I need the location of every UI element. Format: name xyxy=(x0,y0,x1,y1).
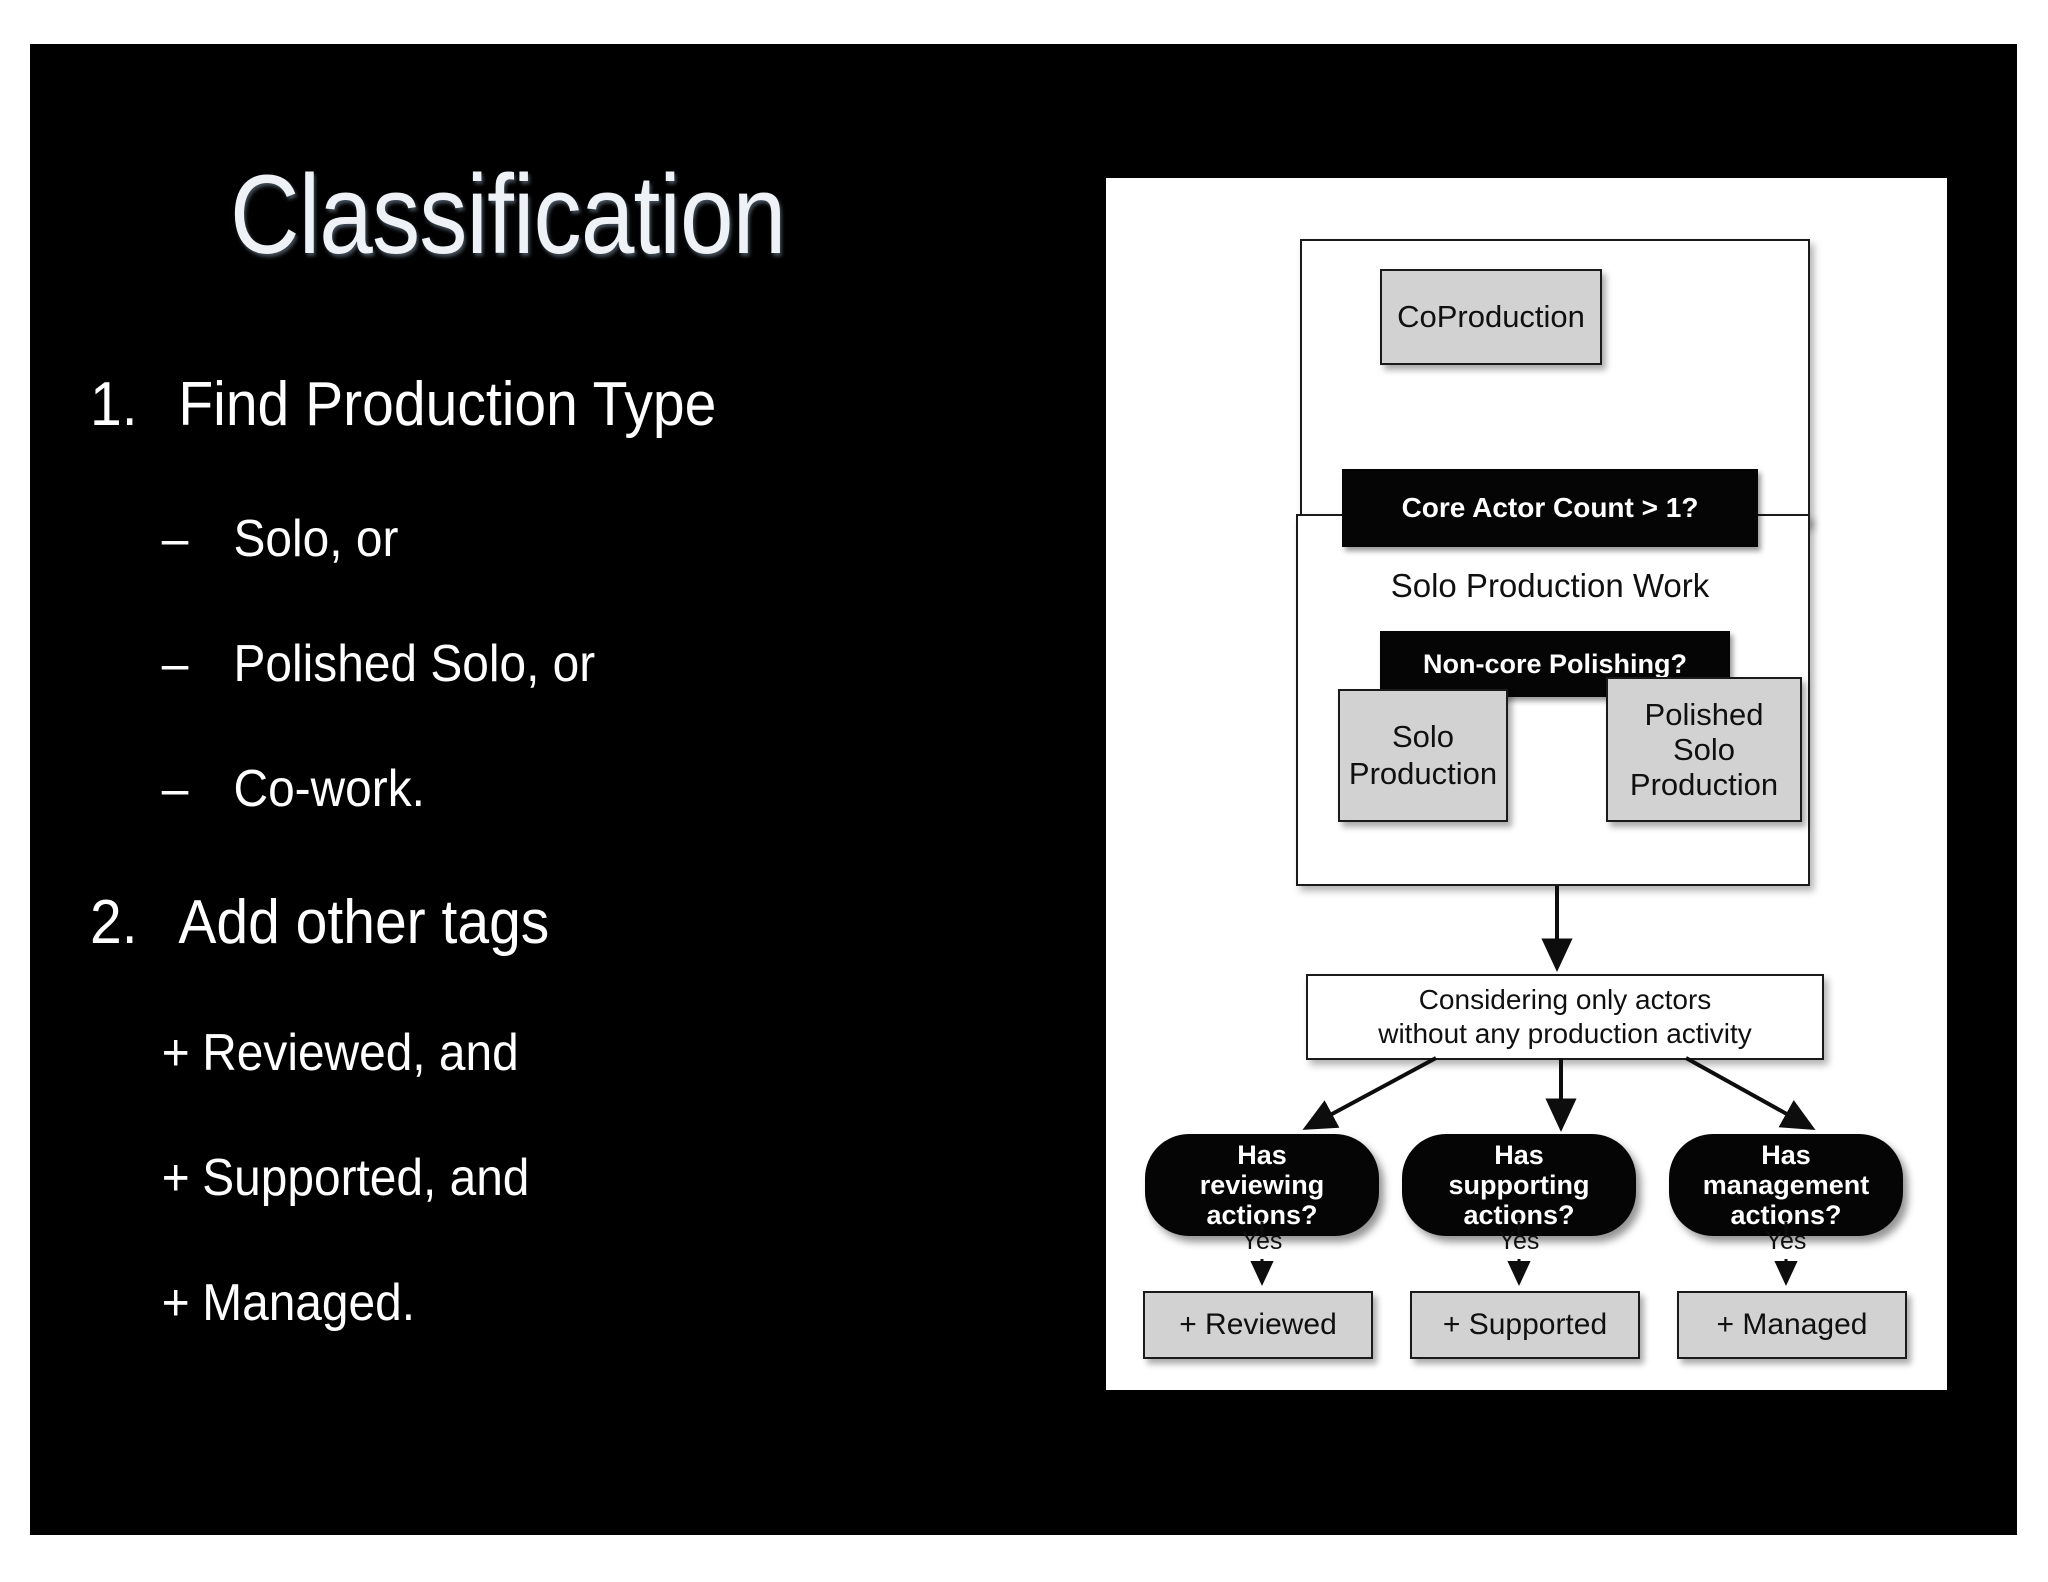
node-solo-production[interactable]: Solo Production xyxy=(1338,689,1508,822)
list-item-polished-solo: – Polished Solo, or xyxy=(90,638,1028,690)
list-item-label: Find Production Type xyxy=(178,370,717,439)
list-number: 2. xyxy=(90,888,138,957)
node-polished-solo-production[interactable]: Polished Solo Production xyxy=(1606,677,1802,822)
pill-line2: reviewing xyxy=(1199,1169,1325,1200)
edge-note-to-management xyxy=(1685,1056,1816,1130)
node-considering-only-actors[interactable]: Considering only actors without any prod… xyxy=(1306,974,1824,1060)
figure-panel: CoProduction Core Actor Count > 1? Solo … xyxy=(1106,178,1947,1390)
list-item-label: Add other tags xyxy=(178,888,550,957)
node-has-management-actions[interactable]: Has management actions? xyxy=(1669,1134,1903,1236)
node-core-actor-count[interactable]: Core Actor Count > 1? xyxy=(1342,469,1758,547)
list-item-find-production-type: 1. Find Production Type xyxy=(90,374,1028,436)
list-item-managed: + Managed. xyxy=(90,1277,1028,1329)
node-polished-solo-line3: Production xyxy=(1629,767,1779,803)
node-solo-production-line2: Production xyxy=(1348,755,1498,791)
spacer xyxy=(90,1204,1110,1277)
note-line1: Considering only actors xyxy=(1418,984,1712,1016)
node-solo-production-line1: Solo xyxy=(1391,718,1455,754)
pill-line2: supporting xyxy=(1448,1169,1590,1200)
page-title: Classification xyxy=(230,152,786,277)
label-solo-production-work: Solo Production Work xyxy=(1390,567,1710,604)
outline-list: 1. Find Production Type – Solo, or – Pol… xyxy=(90,374,1110,1330)
spacer xyxy=(90,815,1110,892)
list-item-label: Supported, and xyxy=(202,1149,530,1207)
node-result-supported[interactable]: + Supported xyxy=(1410,1291,1640,1359)
pill-line1: Has xyxy=(1494,1139,1544,1170)
spacer xyxy=(90,436,1110,513)
list-number: 1. xyxy=(90,370,138,439)
note-line2: without any production activity xyxy=(1378,1018,1752,1049)
edge-note-to-reviewing xyxy=(1302,1056,1437,1130)
node-has-supporting-actions[interactable]: Has supporting actions? xyxy=(1402,1134,1636,1236)
pill-line1: Has xyxy=(1761,1139,1811,1170)
edge-label-yes-supporting: Yes xyxy=(1498,1226,1540,1255)
pill-line1: Has xyxy=(1237,1139,1287,1170)
presentation-slide: Classification 1. Find Production Type –… xyxy=(30,44,2017,1535)
node-result-reviewed[interactable]: + Reviewed xyxy=(1143,1291,1373,1359)
list-item-supported: + Supported, and xyxy=(90,1152,1028,1204)
list-item-label: Co-work. xyxy=(233,760,425,818)
list-item-reviewed: + Reviewed, and xyxy=(90,1027,1028,1079)
node-polished-solo-line1: Polished xyxy=(1644,696,1764,732)
plus-bullet-icon: + xyxy=(161,1024,190,1082)
dash-bullet-icon: – xyxy=(161,760,189,818)
plus-bullet-icon: + xyxy=(161,1149,190,1207)
list-item-label: Reviewed, and xyxy=(202,1024,519,1082)
dash-bullet-icon: – xyxy=(161,635,189,693)
plus-bullet-icon: + xyxy=(161,1274,190,1332)
list-item-add-other-tags: 2. Add other tags xyxy=(90,892,1028,954)
list-item-label: Solo, or xyxy=(233,510,399,568)
node-polished-solo-line2: Solo xyxy=(1672,731,1736,767)
list-item-label: Managed. xyxy=(202,1274,416,1332)
list-item-solo: – Solo, or xyxy=(90,513,1028,565)
spacer xyxy=(90,690,1110,763)
spacer xyxy=(90,565,1110,638)
edge-label-yes-reviewing: Yes xyxy=(1241,1226,1283,1255)
node-result-managed[interactable]: + Managed xyxy=(1677,1291,1907,1359)
list-item-co-work: – Co-work. xyxy=(90,763,1028,815)
list-item-label: Polished Solo, or xyxy=(233,635,596,693)
node-has-reviewing-actions[interactable]: Has reviewing actions? xyxy=(1145,1134,1379,1236)
edge-label-yes-management: Yes xyxy=(1765,1226,1807,1255)
dash-bullet-icon: – xyxy=(161,510,189,568)
classification-flowchart: CoProduction Core Actor Count > 1? Solo … xyxy=(1106,178,1947,1390)
spacer xyxy=(90,1079,1110,1152)
spacer xyxy=(90,954,1110,1027)
node-coproduction[interactable]: CoProduction xyxy=(1380,269,1602,365)
pill-line2: management xyxy=(1702,1169,1870,1200)
